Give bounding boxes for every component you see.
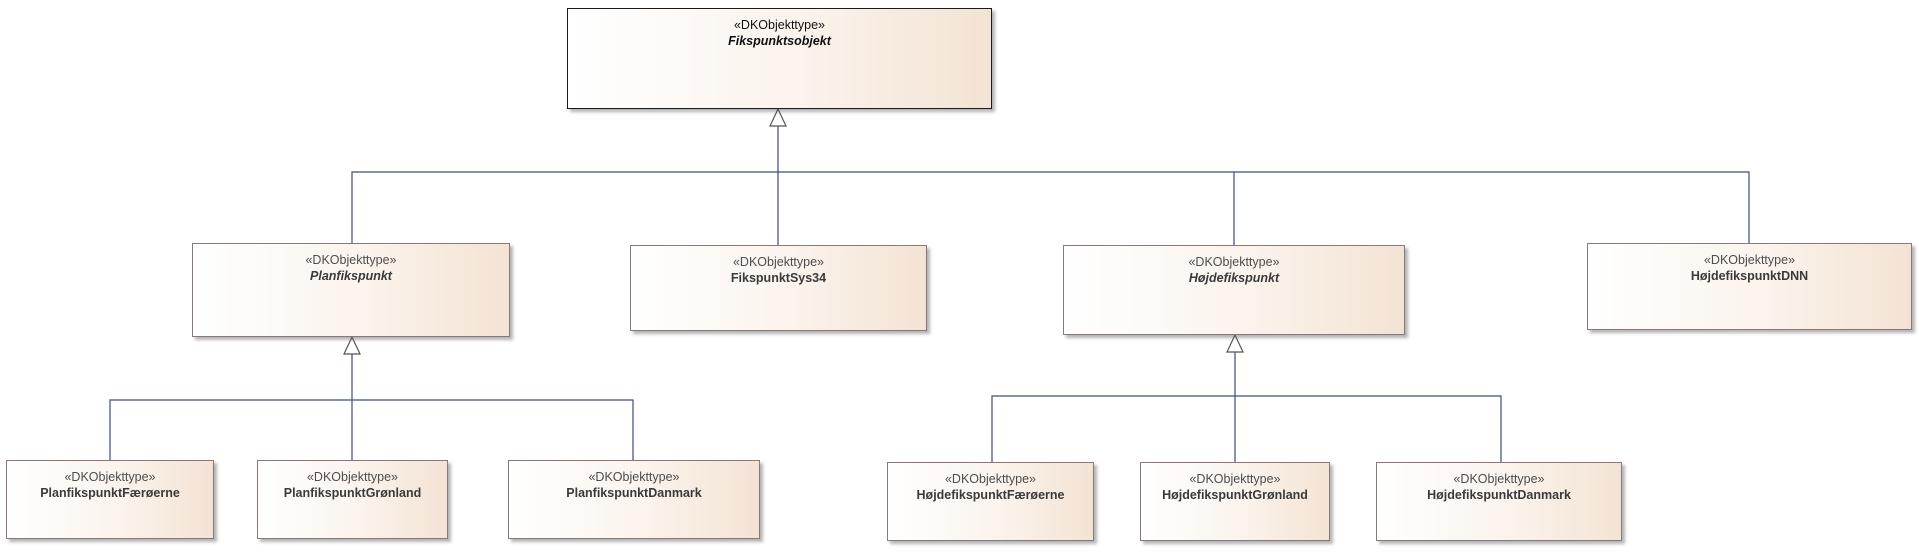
class-name: HøjdefikspunktDNN xyxy=(1690,269,1809,283)
stereotype-label: «DKObjekttype» xyxy=(588,470,680,484)
class-fikspunktsobjekt[interactable]: «DKObjekttype» Fikspunktsobjekt xyxy=(567,8,992,109)
stereotype-label: «DKObjekttype» xyxy=(306,470,399,484)
stereotype-label: «DKObjekttype» xyxy=(1703,253,1796,267)
generalization-arrowhead xyxy=(1226,333,1244,353)
class-planfikspunktfaeroerne[interactable]: «DKObjekttype» PlanfikspunktFærøerne xyxy=(6,460,214,539)
stereotype-label: «DKObjekttype» xyxy=(1453,472,1545,486)
class-name: PlanfikspunktGrønland xyxy=(283,486,422,500)
generalization-arrowhead xyxy=(343,335,361,355)
class-planfikspunkt[interactable]: «DKObjekttype» Planfikspunkt xyxy=(192,243,510,337)
class-name: Fikspunktsobjekt xyxy=(728,34,831,48)
class-name: PlanfikspunktDanmark xyxy=(566,486,702,500)
class-name: Højdefikspunkt xyxy=(1188,271,1280,285)
class-hojdefikspunktfaeroerne[interactable]: «DKObjekttype» HøjdefikspunktFærøerne xyxy=(887,462,1094,541)
class-hojdefikspunktgronland[interactable]: «DKObjekttype» HøjdefikspunktGrønland xyxy=(1140,462,1330,541)
stereotype-label: «DKObjekttype» xyxy=(944,472,1037,486)
stereotype-label: «DKObjekttype» xyxy=(1188,255,1280,269)
stereotype-label: «DKObjekttype» xyxy=(733,18,826,32)
class-name: HøjdefikspunktFærøerne xyxy=(916,488,1065,502)
class-planfikspunktdanmark[interactable]: «DKObjekttype» PlanfikspunktDanmark xyxy=(508,460,760,539)
stereotype-label: «DKObjekttype» xyxy=(1189,472,1281,486)
generalization-fikspunktsobjekt[interactable] xyxy=(351,107,1750,245)
class-name: PlanfikspunktFærøerne xyxy=(40,486,180,500)
class-name: HøjdefikspunktDanmark xyxy=(1427,488,1571,502)
generalization-hojdefikspunkt[interactable] xyxy=(991,333,1502,462)
class-hojdefikspunktdanmark[interactable]: «DKObjekttype» HøjdefikspunktDanmark xyxy=(1376,462,1622,541)
stereotype-label: «DKObjekttype» xyxy=(732,255,825,269)
stereotype-label: «DKObjekttype» xyxy=(64,470,156,484)
class-hojdefikspunktdnn[interactable]: «DKObjekttype» HøjdefikspunktDNN xyxy=(1587,243,1912,330)
class-fikspunktsys34[interactable]: «DKObjekttype» FikspunktSys34 xyxy=(630,245,927,331)
class-name: HøjdefikspunktGrønland xyxy=(1162,488,1308,502)
class-name: FikspunktSys34 xyxy=(730,271,827,285)
generalization-planfikspunkt[interactable] xyxy=(109,335,634,460)
stereotype-label: «DKObjekttype» xyxy=(305,253,397,267)
class-planfikspunktgronland[interactable]: «DKObjekttype» PlanfikspunktGrønland xyxy=(257,460,448,539)
class-name: Planfikspunkt xyxy=(310,269,392,283)
generalization-arrowhead xyxy=(769,107,787,127)
class-hojdefikspunkt[interactable]: «DKObjekttype» Højdefikspunkt xyxy=(1063,245,1405,335)
